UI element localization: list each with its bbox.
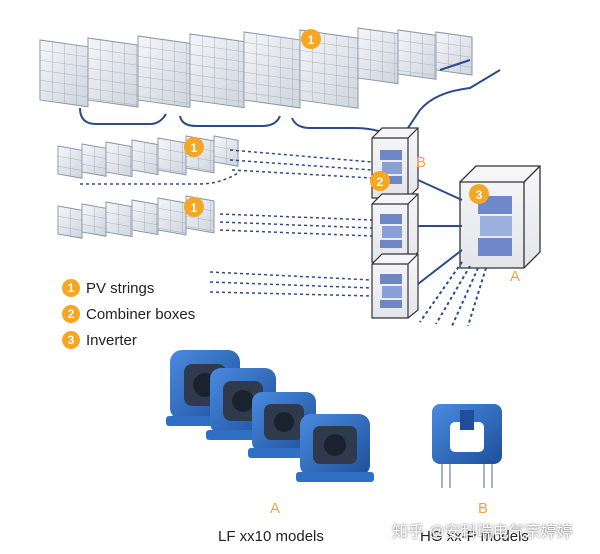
inverter-letter-a: A	[510, 268, 521, 285]
svg-text:2: 2	[377, 175, 384, 189]
legend-badge: 2	[62, 305, 80, 323]
wiring-lower	[209, 213, 373, 297]
hg-current-sensor	[432, 404, 502, 488]
legend-label: Combiner boxes	[86, 305, 196, 323]
watermark: 知乎 @安科瑞电气宗婷婷	[392, 524, 573, 541]
hg-models-label: HG xx-P models	[420, 528, 529, 545]
combiner-box-2	[371, 193, 419, 263]
legend-badge: 3	[62, 331, 80, 349]
legend-label: Inverter	[86, 331, 137, 349]
badge-pv-middle: 1	[184, 137, 204, 157]
badge-combiner: 2	[370, 171, 390, 191]
product-letter-b: B	[478, 500, 489, 517]
inverter-cabinet	[459, 165, 541, 269]
svg-text:3: 3	[476, 188, 483, 202]
legend-item-pv-strings: 1 PV strings	[62, 275, 195, 301]
svg-text:1: 1	[308, 33, 315, 47]
legend-label: PV strings	[86, 279, 155, 297]
lf-current-sensors	[166, 350, 374, 482]
legend: 1 PV strings 2 Combiner boxes 3 Inverter	[62, 275, 195, 353]
combiner-box-3	[371, 253, 419, 319]
pv-panel-row-middle	[57, 135, 239, 179]
wiring-to-inverter	[417, 179, 463, 285]
combiner-letter-b: B	[416, 154, 427, 171]
badge-inverter: 3	[469, 184, 489, 204]
wiring-output	[419, 261, 487, 327]
pv-panel-row-top	[39, 27, 473, 109]
svg-text:1: 1	[191, 141, 198, 155]
badge-pv-top: 1	[301, 29, 321, 49]
svg-text:1: 1	[191, 201, 198, 215]
lf-models-label: LF xx10 models	[218, 528, 324, 545]
product-letter-a: A	[270, 500, 281, 517]
legend-item-combiner-boxes: 2 Combiner boxes	[62, 301, 195, 327]
badge-pv-bottom: 1	[184, 197, 204, 217]
wiring-middle	[80, 149, 373, 185]
legend-badge: 1	[62, 279, 80, 297]
legend-item-inverter: 3 Inverter	[62, 327, 195, 353]
